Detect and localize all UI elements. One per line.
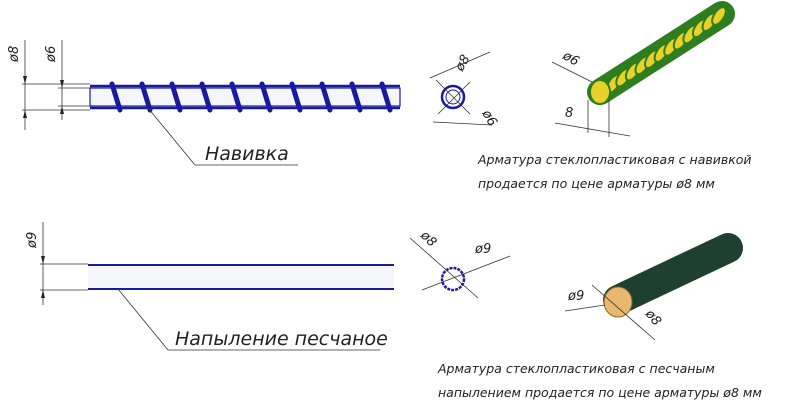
- sanded-rebar-cross-section: ø8 ø9: [409, 228, 511, 299]
- sanded-caption-line-2: напылением продается по цене арматуры ø8…: [438, 385, 762, 400]
- sanded-rebar-3d: ø9 ø8: [564, 233, 743, 341]
- wound-rebar-side-view: ø8 ø6 Навивка: [7, 40, 401, 166]
- winding-turn: [319, 81, 333, 113]
- iso-inner-dim: ø8: [641, 306, 664, 329]
- section-outer-dim: ø8: [452, 52, 474, 74]
- wound-caption-line-2: продается по цене арматуры ø8 мм: [478, 176, 715, 191]
- winding-turn: [139, 81, 153, 113]
- winding-turn: [289, 81, 303, 113]
- iso-outer-dim: ø9: [567, 289, 584, 304]
- winding-turn: [711, 6, 727, 26]
- winding-turn: [169, 81, 183, 113]
- winding-label: Навивка: [205, 143, 289, 165]
- outer-diameter-dim: ø8: [7, 46, 22, 63]
- winding-turn: [349, 81, 363, 113]
- wound-rebar-cross-section: ø8 ø6: [429, 51, 500, 129]
- winding-turn: [109, 81, 123, 113]
- section-inner-dim: ø6: [478, 107, 500, 129]
- winding-turn: [199, 81, 213, 113]
- winding-turn: [229, 81, 243, 113]
- inner-diameter-dim: ø6: [44, 46, 59, 63]
- iso-pitch-dim: 8: [565, 106, 573, 121]
- section-outer-dim: ø9: [474, 242, 491, 257]
- sanded-outer-dim: ø9: [25, 232, 40, 249]
- iso-diameter-dim: ø6: [559, 48, 581, 70]
- winding-turn: [379, 81, 393, 113]
- sanded-caption-line-1: Арматура стеклопластиковая с песчаным: [437, 361, 715, 376]
- sand-coating-label: Напыление песчаное: [175, 328, 388, 350]
- sanded-rebar-side-view: ø9 Напыление песчаное: [25, 222, 394, 351]
- wound-rebar-3d: ø6 8: [551, 1, 735, 137]
- winding-turn: [259, 81, 273, 113]
- wound-caption-line-1: Арматура стеклопластиковая с навивкой: [477, 152, 752, 167]
